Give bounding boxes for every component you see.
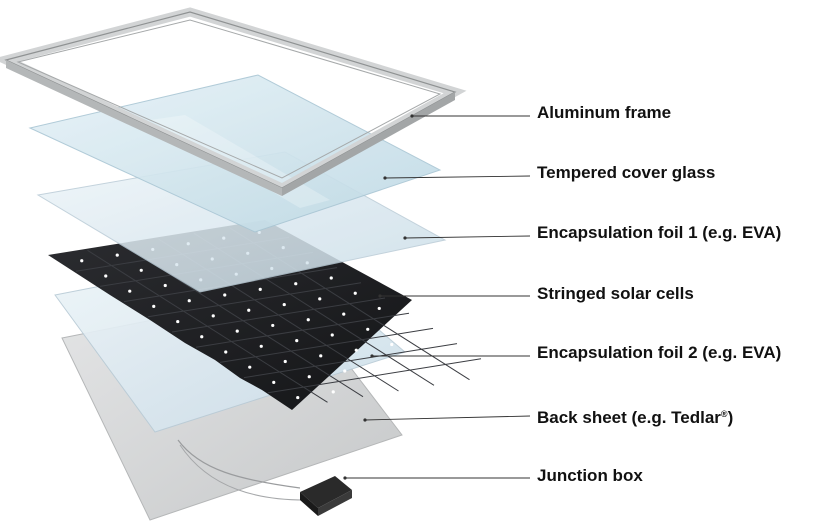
- junction-box-front: [318, 490, 352, 516]
- cell-contact-dot: [80, 259, 84, 263]
- cell-contact-dot: [318, 297, 322, 301]
- cell-contact-dot: [294, 282, 298, 286]
- junction-cable: [177, 439, 301, 489]
- cell-contact-dot: [248, 365, 252, 369]
- cell-contact-dot: [128, 289, 132, 293]
- registered-mark: ®: [720, 409, 728, 419]
- label-aluminum-frame: Aluminum frame: [537, 103, 672, 122]
- cell-contact-dot: [354, 348, 358, 352]
- cell-contact-dot: [271, 323, 275, 328]
- leader-eva1: [404, 235, 531, 239]
- cell-contact-dot: [235, 329, 239, 333]
- cell-contact-dot: [307, 375, 311, 379]
- label-back-sheet-close: ): [727, 408, 734, 427]
- cell-contact-dot: [259, 344, 263, 348]
- cell-contact-dot: [152, 304, 156, 308]
- cell-contact-dot: [139, 268, 143, 272]
- cell-contact-dot: [425, 337, 429, 341]
- cell-contact-dot: [438, 373, 442, 377]
- label-stringed-solar-cells: Stringed solar cells: [537, 284, 694, 303]
- cell-contact-dot: [176, 319, 180, 324]
- cell-grid-line: [171, 297, 386, 333]
- cell-contact-dot: [353, 291, 357, 295]
- cell-contact-dot: [473, 367, 477, 371]
- leader-lines: [345, 115, 531, 479]
- cell-contact-dot: [104, 274, 108, 278]
- cell-grid-line: [195, 312, 410, 348]
- cell-contact-dot: [223, 293, 227, 297]
- label-encapsulation-foil-2: Encapsulation foil 2 (e.g. EVA): [537, 343, 782, 362]
- cell-contact-dot: [306, 318, 310, 322]
- cell-contact-dot: [282, 302, 286, 307]
- cell-contact-dot: [401, 322, 405, 326]
- cell-grid-line: [243, 343, 458, 379]
- cell-contact-dot: [295, 339, 299, 343]
- leader-dot-frame: [410, 114, 414, 118]
- cell-contact-dot: [366, 327, 370, 331]
- cell-contact-dot: [449, 352, 453, 356]
- cell-contact-dot: [414, 358, 418, 362]
- cell-contact-dot: [343, 369, 347, 373]
- cell-contact-dot: [342, 312, 346, 316]
- label-junction-box: Junction box: [537, 466, 643, 485]
- cell-contact-dot: [200, 335, 204, 339]
- cell-contact-dot: [331, 390, 335, 394]
- label-tempered-cover-glass: Tempered cover glass: [537, 163, 716, 182]
- cell-contact-dot: [115, 253, 119, 257]
- cell-contact-dot: [258, 287, 262, 291]
- leader-back-sheet: [364, 415, 531, 421]
- junction-cable-2: [179, 444, 306, 501]
- cell-contact-dot: [367, 384, 371, 388]
- cell-contact-dot: [211, 314, 215, 318]
- cell-grid-line: [267, 358, 482, 394]
- aluminum-frame-layer: [0, 7, 467, 196]
- cell-contact-dot: [402, 378, 406, 383]
- cell-contact-dot: [296, 395, 300, 400]
- cell-grid-line: [147, 282, 362, 318]
- cell-grid-line: [219, 327, 434, 363]
- cell-contact-dot: [187, 299, 191, 303]
- leader-dot-eva1: [403, 236, 407, 240]
- leader-dot-eva2: [370, 354, 374, 358]
- cell-contact-dot: [224, 350, 228, 354]
- leader-dot-back-sheet: [363, 418, 367, 422]
- label-encapsulation-foil-1: Encapsulation foil 1 (e.g. EVA): [537, 223, 782, 242]
- label-back-sheet: Back sheet (e.g. Tedlar®): [537, 404, 733, 428]
- cell-contact-dot: [319, 354, 323, 358]
- label-back-sheet-text: Back sheet (e.g. Tedlar: [537, 408, 721, 427]
- cell-contact-dot: [329, 276, 333, 280]
- leader-dot-junction: [343, 476, 347, 480]
- cell-contact-dot: [378, 363, 382, 367]
- cell-contact-dot: [283, 359, 287, 364]
- cell-contact-dot: [247, 308, 251, 312]
- junction-box-side: [300, 492, 318, 516]
- cell-contact-dot: [390, 342, 394, 347]
- cell-contact-dot: [272, 380, 276, 384]
- junction-box: [300, 476, 352, 508]
- leader-dot-glass: [383, 176, 387, 180]
- cell-contact-dot: [163, 283, 167, 288]
- cell-contact-dot: [377, 306, 381, 311]
- leader-dot-cells: [378, 294, 382, 298]
- leader-glass: [384, 175, 531, 179]
- cell-contact-dot: [330, 333, 334, 337]
